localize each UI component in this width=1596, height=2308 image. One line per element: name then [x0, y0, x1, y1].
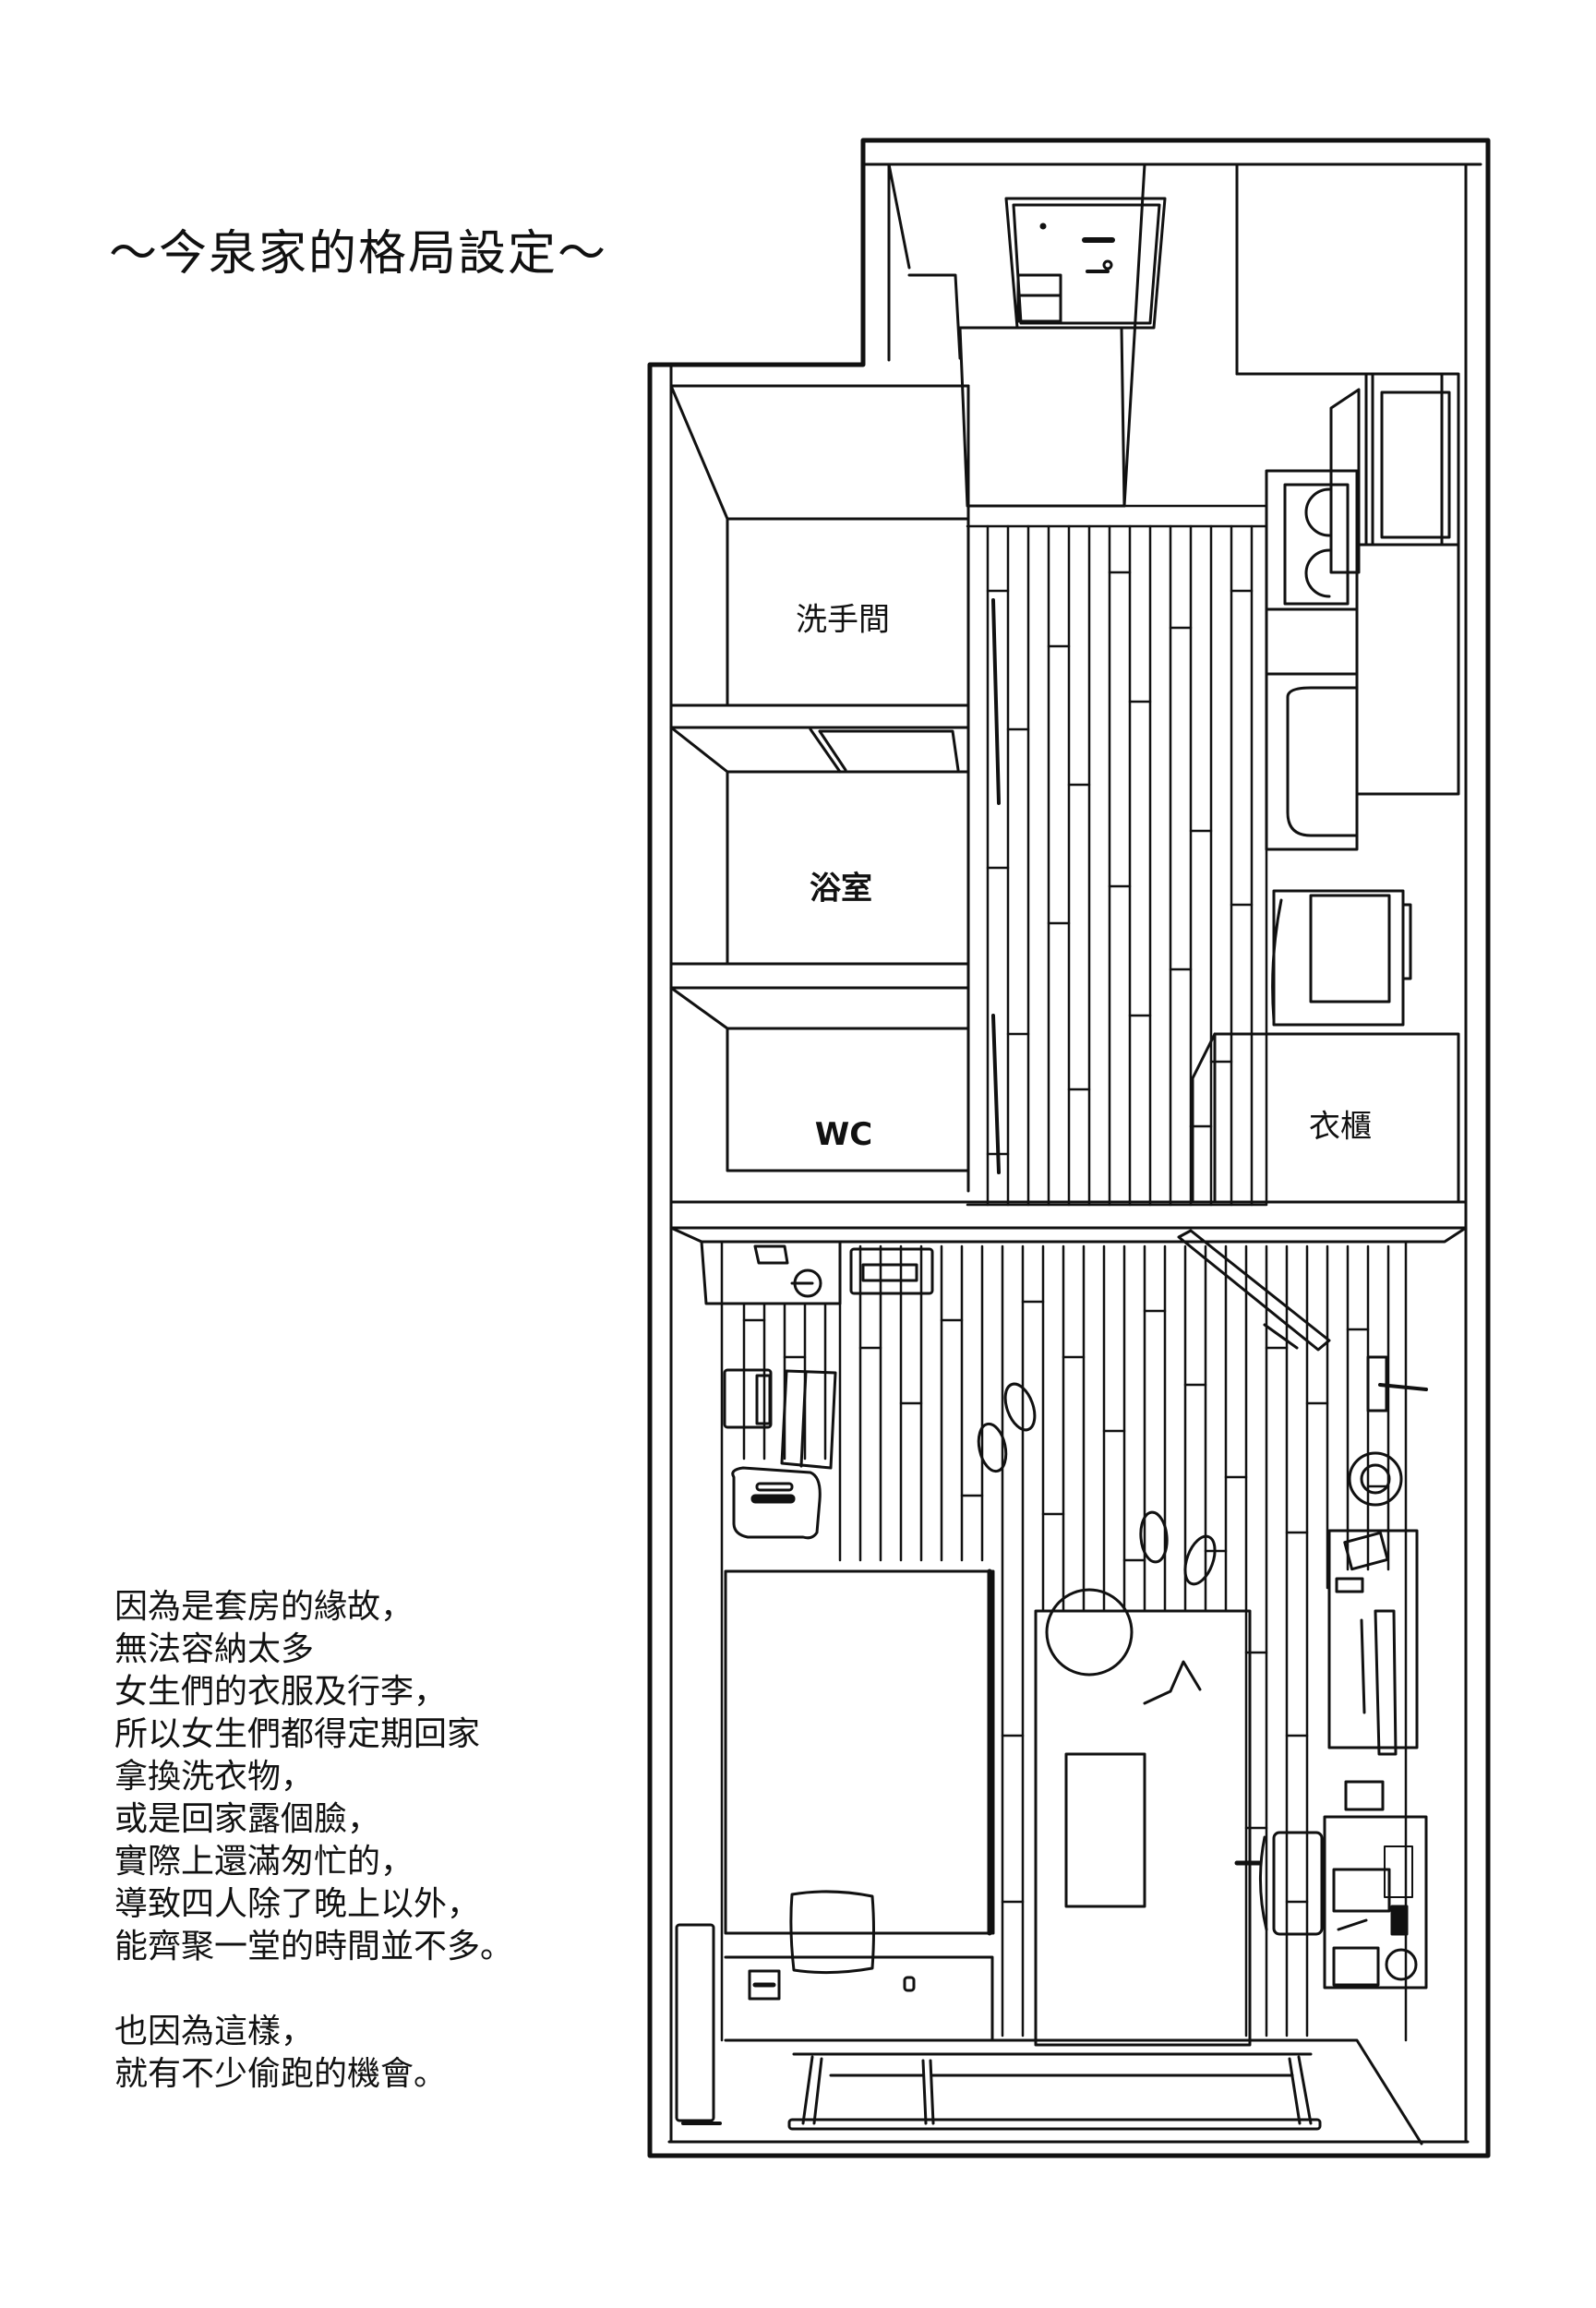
kitchen-stove: [1265, 469, 1359, 611]
description-line: 女生們的衣服及行李，: [114, 1673, 448, 1711]
description-line: 因為是套房的緣故，: [114, 1588, 414, 1626]
game-controller: [1143, 1660, 1202, 1705]
description-line: 能齊聚一堂的時間並不多。: [114, 1928, 514, 1965]
main-room-floor: [720, 1240, 1408, 2042]
room-label-wc: WC: [814, 1116, 873, 1153]
wall-clock: [1348, 1451, 1403, 1507]
entrance-door: [1004, 197, 1167, 330]
description-line: 也因為這樣，: [114, 2013, 315, 2050]
low-table: [1034, 1609, 1252, 2047]
desk: [1323, 1780, 1428, 1989]
hallway-floor: [966, 504, 1268, 1207]
description-line: 所以女生們都得定期回家: [114, 1715, 481, 1753]
room-label-closet: 衣櫃: [1309, 1108, 1372, 1146]
bathroom: [669, 726, 970, 990]
door-handle: [1366, 1355, 1428, 1412]
refrigerator: [1271, 889, 1412, 1027]
description-line: 實際上還滿匆忙的，: [114, 1843, 414, 1881]
description-line: 就有不少偷跑的機會。: [114, 2055, 448, 2093]
partition-wall: [669, 1200, 1468, 1244]
washroom: [669, 384, 970, 729]
tv: [1360, 1609, 1398, 1756]
description-text: 因為是套房的緣故， 無法容納太多 女生們的衣服及行李， 所以女生們都得定期回家 …: [114, 1586, 513, 2096]
upper-cabinet: [1329, 372, 1460, 796]
magazine: [1064, 1752, 1146, 1908]
kitchen-sink: [1265, 607, 1359, 851]
description-line: 導致四人除了晚上以外，: [114, 1885, 481, 1923]
air-conditioner: [700, 1240, 842, 1305]
page-title: ～今泉家的格局設定～: [109, 226, 608, 282]
balcony-window: [667, 2038, 1470, 2146]
chair: [1234, 1831, 1324, 1936]
hall-doors: [991, 598, 1001, 1174]
tv-stand: [1327, 1529, 1419, 1749]
description-line: 拿換洗衣物，: [114, 1758, 315, 1796]
room-label-bathroom: 浴室: [810, 870, 872, 908]
description-line: 或是回家露個臉，: [114, 1800, 381, 1838]
toilet: [669, 384, 970, 1193]
floor-cushion: [1045, 1588, 1134, 1677]
slippers: [977, 1382, 1217, 1586]
entrance-floor: [887, 162, 1146, 508]
floor-lamp: [675, 1923, 722, 2125]
heater: [849, 1247, 934, 1295]
outer-walls: [647, 138, 1491, 2158]
pillow: [789, 1890, 875, 1975]
room-door: [1177, 1229, 1331, 1352]
description-line: 無法容納太多: [114, 1630, 315, 1668]
suitcases: [723, 1368, 837, 1540]
room-label-washroom: 洗手間: [796, 601, 890, 639]
